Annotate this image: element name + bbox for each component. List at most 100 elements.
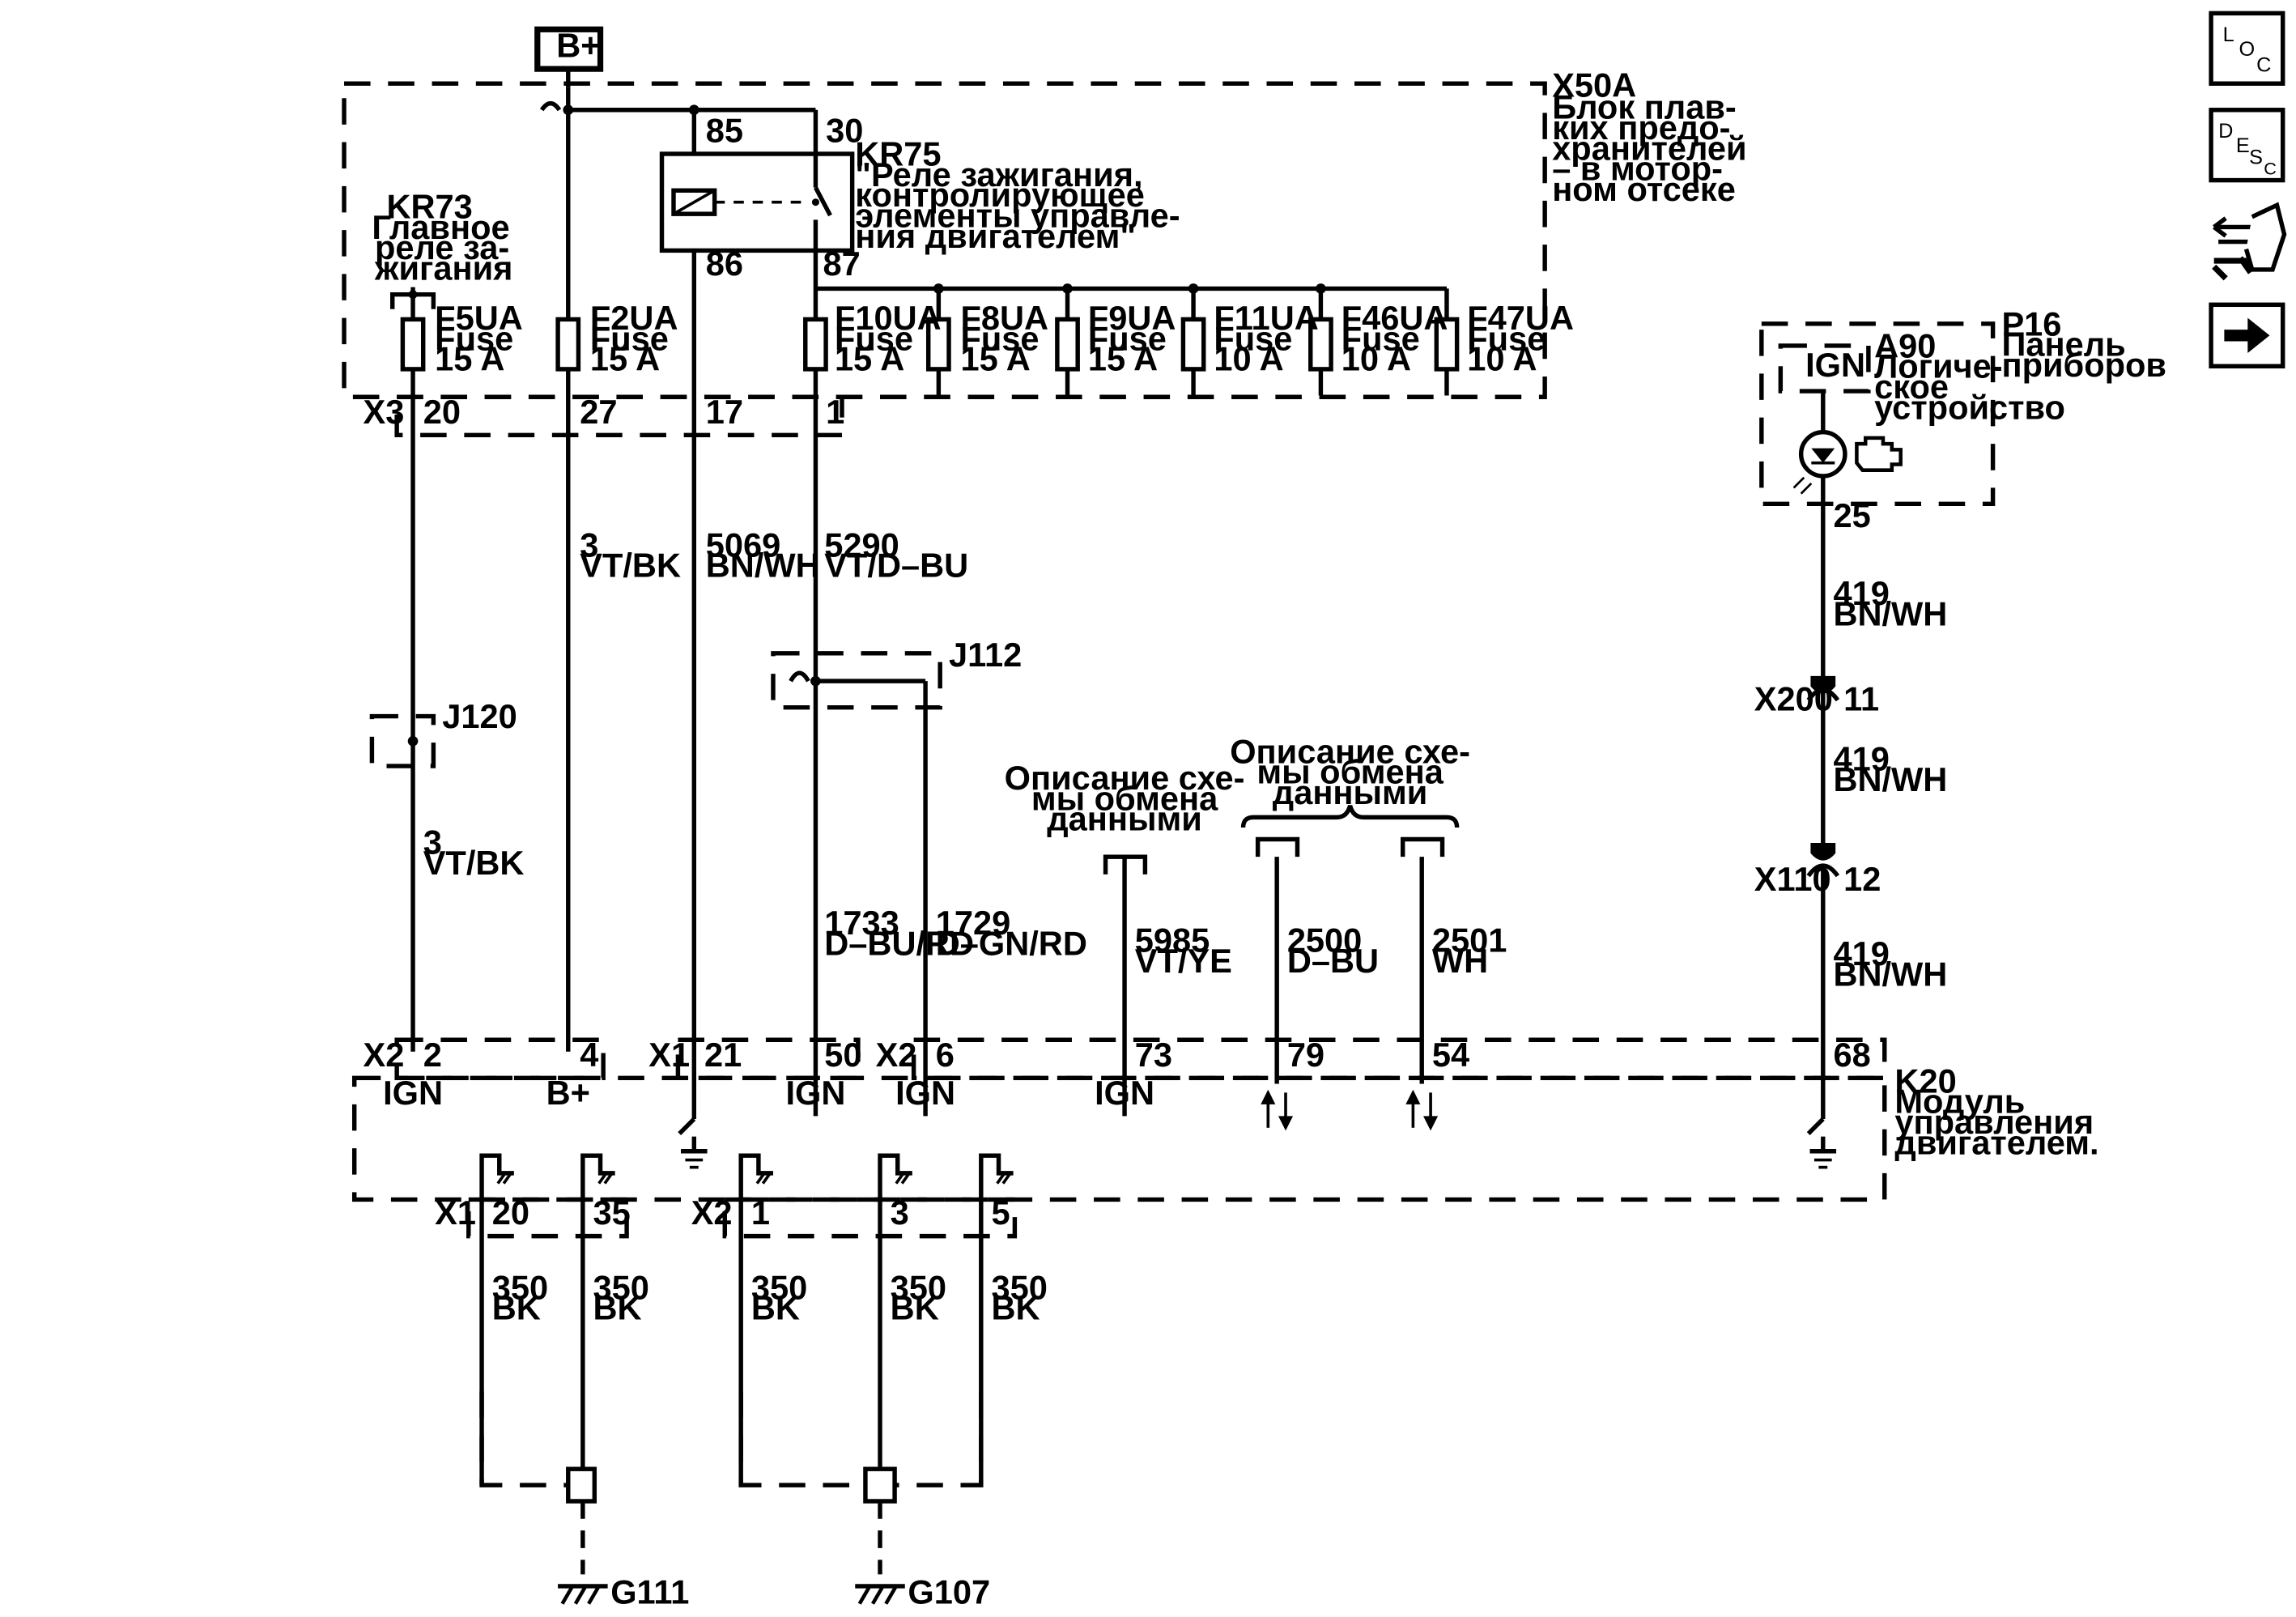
ground-splice-g111 xyxy=(566,1466,597,1504)
ground-connector-id: X1 xyxy=(435,1194,476,1232)
fuse-block-name-1: Блок плав- xyxy=(1552,88,1737,126)
fuse-f47ua xyxy=(1434,317,1460,372)
svg-text:D: D xyxy=(2218,120,2233,143)
panel-ign: IGN xyxy=(1805,346,1865,384)
ecm-pin-label: IGN xyxy=(383,1074,443,1112)
fuse-label: F10UA xyxy=(835,299,942,337)
ground-connector-pin: 3 xyxy=(891,1194,909,1232)
fuse-rating: 10 A xyxy=(1214,340,1283,378)
ground-connector-pin: 20 xyxy=(492,1194,529,1232)
wire-circuit: 350 xyxy=(593,1268,649,1306)
ground-connector-x2 xyxy=(722,1197,1018,1239)
panel-p16-outline xyxy=(1759,321,1996,507)
fuse-label: F47UA xyxy=(1467,299,1574,337)
fuse-rating: 10 A xyxy=(1467,340,1537,378)
fuse-label: F5UA xyxy=(435,299,523,337)
connector-info-icon[interactable] xyxy=(2212,202,2287,281)
logic-device-name: устройство xyxy=(1874,388,2065,426)
relay-kr75-id: KR75 xyxy=(855,134,941,172)
fuse-label: F9UA xyxy=(1088,299,1176,337)
wire-color: VT/YE xyxy=(1135,942,1232,980)
svg-text:C: C xyxy=(2264,158,2277,178)
ecm-pin: 50 xyxy=(824,1036,861,1074)
wire-color: VT/BK xyxy=(423,844,525,882)
panel-id: P16 xyxy=(2001,304,2061,343)
ecm-pin: 79 xyxy=(1287,1036,1324,1074)
svg-text:C: C xyxy=(2256,54,2271,77)
fuse-label: F46UA xyxy=(1341,299,1448,337)
logic-device-id: A90 xyxy=(1874,326,1936,364)
ecm-pin-label: IGN xyxy=(895,1074,955,1112)
relay-kr75-pin-85: 85 xyxy=(706,112,743,150)
ground-connector-pin: 5 xyxy=(991,1194,1010,1232)
ground-label: G111 xyxy=(610,1573,689,1611)
fuse-f10ua xyxy=(803,317,828,372)
relay-kr75-name-1: "Реле зажигания, xyxy=(855,155,1142,194)
ecm-outline xyxy=(351,1075,1887,1202)
ecm-connector-x2b xyxy=(911,1037,1887,1081)
panel-pin: 25 xyxy=(1833,496,1870,534)
fuse-rating: 15 A xyxy=(435,340,504,378)
ecm-pin-label: IGN xyxy=(785,1074,845,1112)
fuse-block-name-2: ких предо- xyxy=(1552,109,1730,147)
data-comm-label: мы обмена xyxy=(1256,753,1444,791)
fuse-type: Fuse xyxy=(590,319,669,357)
fuse-rating: 15 A xyxy=(1088,340,1158,378)
ecm-pin: 54 xyxy=(1432,1036,1469,1074)
relay-kr75-name-4: ния двигателем" xyxy=(855,217,1136,255)
logic-device-name: ское xyxy=(1874,368,1949,406)
splice-j120-label: J120 xyxy=(442,697,517,735)
wire-circuit: 419 xyxy=(1833,574,1889,612)
ecm-connector-label: X2 xyxy=(364,1036,405,1074)
wire-circuit: 419 xyxy=(1833,739,1889,777)
ecm-pin-label: IGN xyxy=(1095,1074,1154,1112)
fuse-rating: 15 A xyxy=(835,340,904,378)
connector-pin: 27 xyxy=(580,393,617,431)
connector-x3-id: X3 xyxy=(364,393,405,431)
ecm-name: двигателем. xyxy=(1894,1123,2098,1161)
relay-kr75-box xyxy=(659,151,855,253)
wire-circuit: 350 xyxy=(991,1268,1047,1306)
ecm-pin: 21 xyxy=(704,1036,742,1074)
wire-circuit: 5290 xyxy=(824,526,899,564)
relay-kr75-pin-87: 87 xyxy=(823,245,860,283)
fuse-block-name-4: – в мотор- xyxy=(1552,150,1723,188)
ecm-name: Модуль xyxy=(1894,1083,2025,1121)
connector-pin: 20 xyxy=(423,393,461,431)
fuse-f5ua xyxy=(400,317,426,372)
connector-pin: 17 xyxy=(706,393,743,431)
side-panel: L O C D E S C xyxy=(2209,11,2287,368)
ecm-pin-label: B+ xyxy=(546,1074,590,1112)
next-page-icon[interactable] xyxy=(2209,302,2285,368)
fuse-f8ua xyxy=(925,317,951,372)
inline-connector-pin: 11 xyxy=(1843,679,1879,717)
wire-color: WH xyxy=(1432,942,1488,980)
relay-kr75-name-2: контролирующее xyxy=(855,176,1145,214)
ground-splice-g107 xyxy=(863,1466,897,1504)
wire-color: D–BU/RD xyxy=(824,924,974,962)
wire-circuit: 2500 xyxy=(1287,921,1363,960)
svg-text:O: O xyxy=(2239,38,2255,61)
fuse-block-name-3: хранителей xyxy=(1552,129,1746,167)
splice-j112-label: J112 xyxy=(949,636,1022,674)
wire-color: BK xyxy=(991,1289,1040,1327)
wire-circuit: 1733 xyxy=(824,904,899,942)
description-icon[interactable]: D E S C xyxy=(2209,108,2285,183)
data-comm-label: Описание схе- xyxy=(1230,732,1470,770)
fuse-block-outline xyxy=(342,81,1547,399)
relay-kr75-pin-30: 30 xyxy=(826,112,863,150)
ecm-pin: 6 xyxy=(936,1036,955,1074)
ground-label: G107 xyxy=(908,1573,990,1611)
wire-circuit: 350 xyxy=(751,1268,807,1306)
wire-color: D–GN/RD xyxy=(936,924,1087,962)
engine-icon xyxy=(1855,436,1903,472)
location-icon[interactable]: L O C xyxy=(2209,11,2285,86)
panel-name: приборов xyxy=(2001,346,2166,384)
ecm-name: управления xyxy=(1894,1103,2094,1141)
ground-connector-x1 xyxy=(466,1197,629,1239)
wire-color: D–BU xyxy=(1287,942,1379,980)
ground-connector-pin: 1 xyxy=(751,1194,770,1232)
ecm-connector-label: X1 xyxy=(648,1036,690,1074)
fuse-type: Fuse xyxy=(960,319,1039,357)
wire-color: VT/BK xyxy=(580,547,681,585)
